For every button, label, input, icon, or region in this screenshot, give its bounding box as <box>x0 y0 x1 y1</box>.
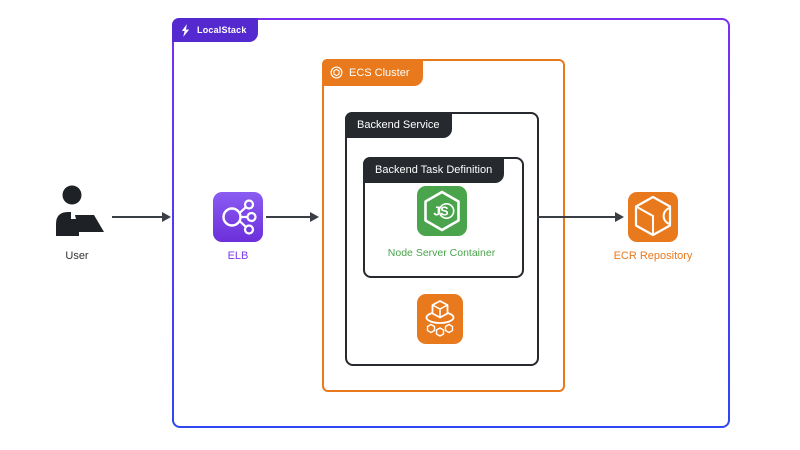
arrow-user-to-localstack <box>112 212 171 222</box>
node-server-tile: JS <box>417 186 467 236</box>
node-server-label: Node Server Container <box>387 247 496 259</box>
ecs-ring-icon <box>330 66 343 79</box>
ecs-service-tile <box>417 294 463 344</box>
registry-cube-icon <box>634 195 672 237</box>
backend-service-label: Backend Service <box>357 119 440 131</box>
ecr-tile <box>628 192 678 242</box>
elb-tile <box>213 192 263 242</box>
ecs-cluster-label: ECS Cluster <box>349 66 410 79</box>
nodejs-hexagon-icon: JS <box>424 190 460 232</box>
task-definition-badge: Backend Task Definition <box>363 157 505 183</box>
localstack-badge: LocalStack <box>172 18 258 42</box>
load-balancer-icon <box>222 199 257 235</box>
ecs-cluster-badge: ECS Cluster <box>322 59 423 86</box>
nodejs-js-text: JS <box>433 205 448 219</box>
elb-label: ELB <box>227 250 249 262</box>
task-definition-label: Backend Task Definition <box>375 164 493 176</box>
localstack-label: LocalStack <box>197 25 247 35</box>
ecr-label: ECR Repository <box>613 250 693 262</box>
localstack-logo-icon <box>181 23 190 37</box>
arrow-service-to-ecr <box>537 212 624 222</box>
user-label: User <box>65 250 89 262</box>
arrow-elb-to-ecs-cluster <box>266 212 319 222</box>
person-at-laptop-icon <box>56 185 104 236</box>
ecs-cube-orbit-icon <box>425 300 455 337</box>
backend-service-badge: Backend Service <box>345 112 452 138</box>
